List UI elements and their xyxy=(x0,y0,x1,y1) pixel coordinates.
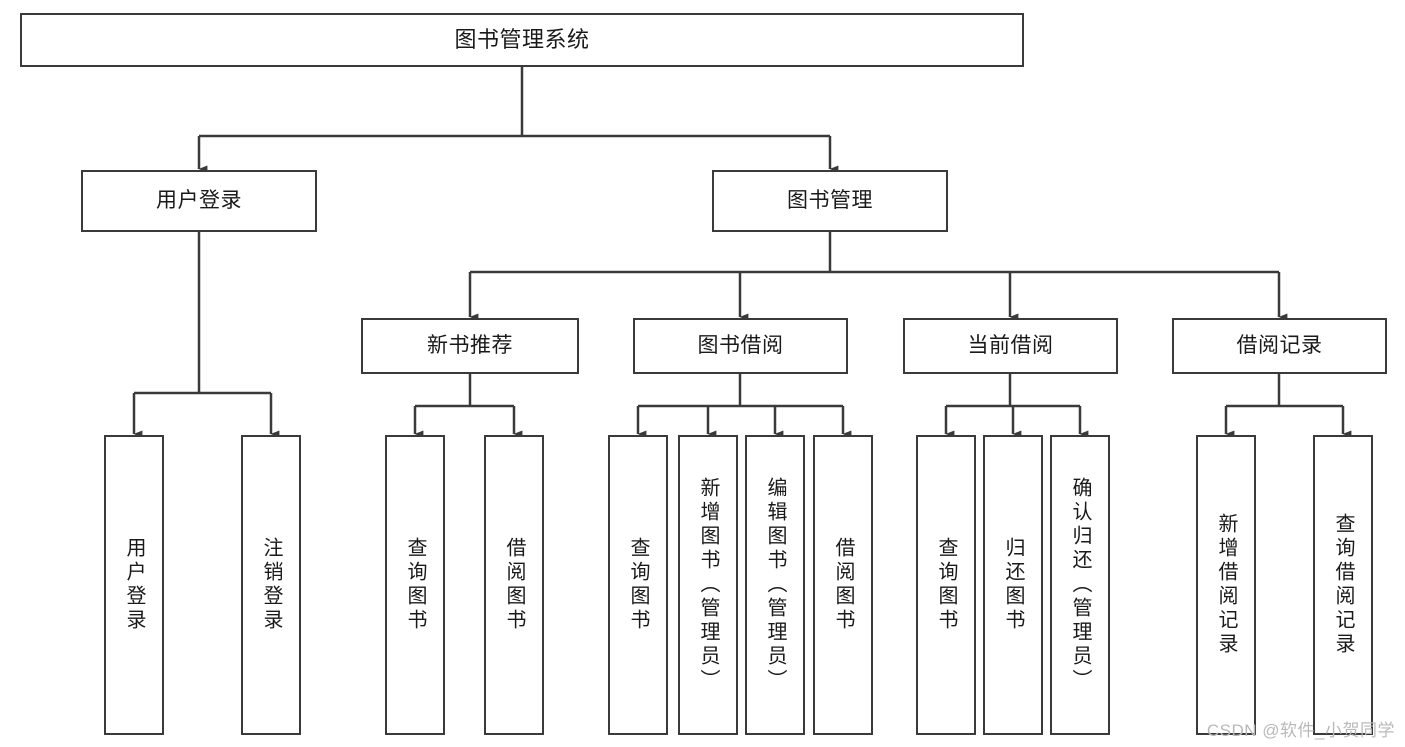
node-label: 注销登录 xyxy=(260,537,282,633)
node-borrow-record[interactable]: 借阅记录 xyxy=(1172,318,1387,374)
node-label: 查询图书 xyxy=(404,537,426,633)
node-label: 查询图书 xyxy=(935,537,957,633)
node-label: 新增图书（管理员） xyxy=(697,477,719,693)
node-label: 借阅图书 xyxy=(503,537,525,633)
node-leaf-confirm-return[interactable]: 确认归还（管理员） xyxy=(1050,435,1110,735)
node-new-book-rec[interactable]: 新书推荐 xyxy=(361,318,579,374)
node-user-login[interactable]: 用户登录 xyxy=(81,170,317,232)
node-leaf-query-book-1[interactable]: 查询图书 xyxy=(385,435,445,735)
node-leaf-user-logout[interactable]: 注销登录 xyxy=(241,435,301,735)
node-label: 图书管理 xyxy=(787,188,873,212)
node-label: 确认归还（管理员） xyxy=(1069,477,1091,693)
node-label: 图书管理系统 xyxy=(454,27,590,53)
node-label: 查询图书 xyxy=(627,537,649,633)
node-leaf-edit-book[interactable]: 编辑图书（管理员） xyxy=(745,435,805,735)
node-leaf-borrow-book-2[interactable]: 借阅图书 xyxy=(813,435,873,735)
node-label: 图书借阅 xyxy=(697,333,784,357)
node-label: 借阅图书 xyxy=(832,537,854,633)
node-leaf-query-book-3[interactable]: 查询图书 xyxy=(916,435,976,735)
node-root[interactable]: 图书管理系统 xyxy=(20,13,1024,67)
node-label: 借阅记录 xyxy=(1236,333,1323,357)
node-leaf-return-book[interactable]: 归还图书 xyxy=(983,435,1043,735)
node-leaf-user-login[interactable]: 用户登录 xyxy=(104,435,164,735)
node-book-borrow[interactable]: 图书借阅 xyxy=(633,318,848,374)
node-label: 归还图书 xyxy=(1002,537,1024,633)
node-label: 用户登录 xyxy=(156,188,242,212)
node-label: 新增借阅记录 xyxy=(1215,513,1237,657)
node-leaf-add-record[interactable]: 新增借阅记录 xyxy=(1196,435,1256,735)
node-label: 新书推荐 xyxy=(427,333,513,357)
node-leaf-borrow-book-1[interactable]: 借阅图书 xyxy=(484,435,544,735)
node-current-borrow[interactable]: 当前借阅 xyxy=(903,318,1118,374)
node-label: 当前借阅 xyxy=(967,333,1054,357)
node-leaf-query-record[interactable]: 查询借阅记录 xyxy=(1313,435,1373,735)
node-leaf-query-book-2[interactable]: 查询图书 xyxy=(608,435,668,735)
connector-lines xyxy=(132,67,1352,438)
node-leaf-add-book[interactable]: 新增图书（管理员） xyxy=(678,435,738,735)
node-label: 编辑图书（管理员） xyxy=(764,477,786,693)
node-label: 查询借阅记录 xyxy=(1332,513,1354,657)
node-book-manage[interactable]: 图书管理 xyxy=(712,170,948,232)
node-label: 用户登录 xyxy=(123,537,145,633)
